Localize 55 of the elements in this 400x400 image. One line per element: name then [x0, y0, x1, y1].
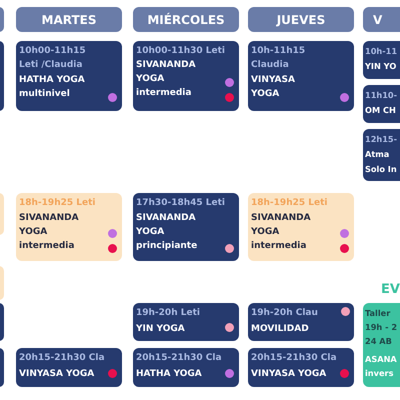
day-header: V: [363, 7, 400, 32]
class-note: invers: [365, 367, 394, 380]
schedule-time: 10h00-11h30 Leti: [136, 45, 226, 58]
class-name: SIVANANDA YOGA intermedia: [251, 212, 312, 253]
schedule-card: [248, 303, 354, 341]
schedule-card: [363, 85, 400, 123]
schedule-card: [133, 303, 239, 341]
schedule-card: [16, 41, 122, 111]
class-name: VINYASA YOGA: [19, 368, 94, 381]
schedule-card: [248, 193, 354, 261]
schedule-time: 18h-19h25 Leti: [251, 197, 328, 210]
schedule-card: [363, 129, 400, 181]
class-name: HATHA YOGA: [136, 368, 202, 381]
day-header: JUEVES: [248, 7, 354, 32]
class-name: OM CH: [365, 104, 396, 117]
schedule-time: 20h15-21h30 Cla: [19, 352, 105, 365]
schedule-card: [133, 41, 239, 111]
class-name: SIVANANDA YOGA intermedia: [136, 59, 197, 100]
class-name: VINYASA YOGA: [251, 368, 326, 381]
event-date: 24 AB: [365, 335, 392, 348]
schedule-time: 19h-20h Clau: [251, 307, 318, 320]
teacher-name: Claudia: [251, 59, 289, 72]
class-name: ASANA: [365, 353, 397, 366]
class-name: SIVANANDA YOGA principiante: [136, 212, 198, 253]
workshop-title: Taller: [365, 307, 390, 320]
schedule-time: 20h15-21h30 Cla: [136, 352, 222, 365]
schedule-card: [248, 348, 354, 387]
class-name: VINYASA YOGA: [251, 74, 296, 101]
class-name: MOVILIDAD: [251, 323, 309, 336]
schedule-time: 12h15-: [365, 133, 398, 146]
class-name: YIN YO: [365, 60, 396, 73]
schedule-card: [133, 348, 239, 387]
schedule-time: 10h-11: [365, 45, 398, 58]
schedule-time: 10h-11h15: [251, 45, 306, 58]
schedule-time: 20h15-21h30 Cla: [251, 352, 337, 365]
schedule-card: [16, 348, 122, 387]
teacher-name: Leti /Claudia: [19, 59, 82, 72]
class-name: YIN YOGA: [136, 323, 185, 336]
schedule-card: [363, 41, 400, 79]
day-header: MIÉRCOLES: [133, 7, 239, 32]
class-name: SIVANANDA YOGA intermedia: [19, 212, 80, 253]
schedule-time: 19h - 2: [365, 321, 398, 334]
schedule-card: [133, 193, 239, 261]
schedule-card: [248, 41, 354, 111]
schedule-time: 17h30-18h45 Leti: [136, 197, 226, 210]
class-name: Atma: [365, 148, 390, 161]
day-header: MARTES: [16, 7, 122, 32]
schedule-time: 11h10-: [365, 89, 398, 102]
schedule-time: 18h-19h25 Leti: [19, 197, 96, 210]
schedule-card: [16, 193, 122, 261]
class-note: Solo In: [365, 163, 397, 176]
schedule-time: 19h-20h Leti: [136, 307, 200, 320]
class-name: HATHA YOGA multinivel: [19, 74, 86, 101]
event-heading: EV: [381, 283, 400, 297]
schedule-time: 10h00-11h15: [19, 45, 86, 58]
